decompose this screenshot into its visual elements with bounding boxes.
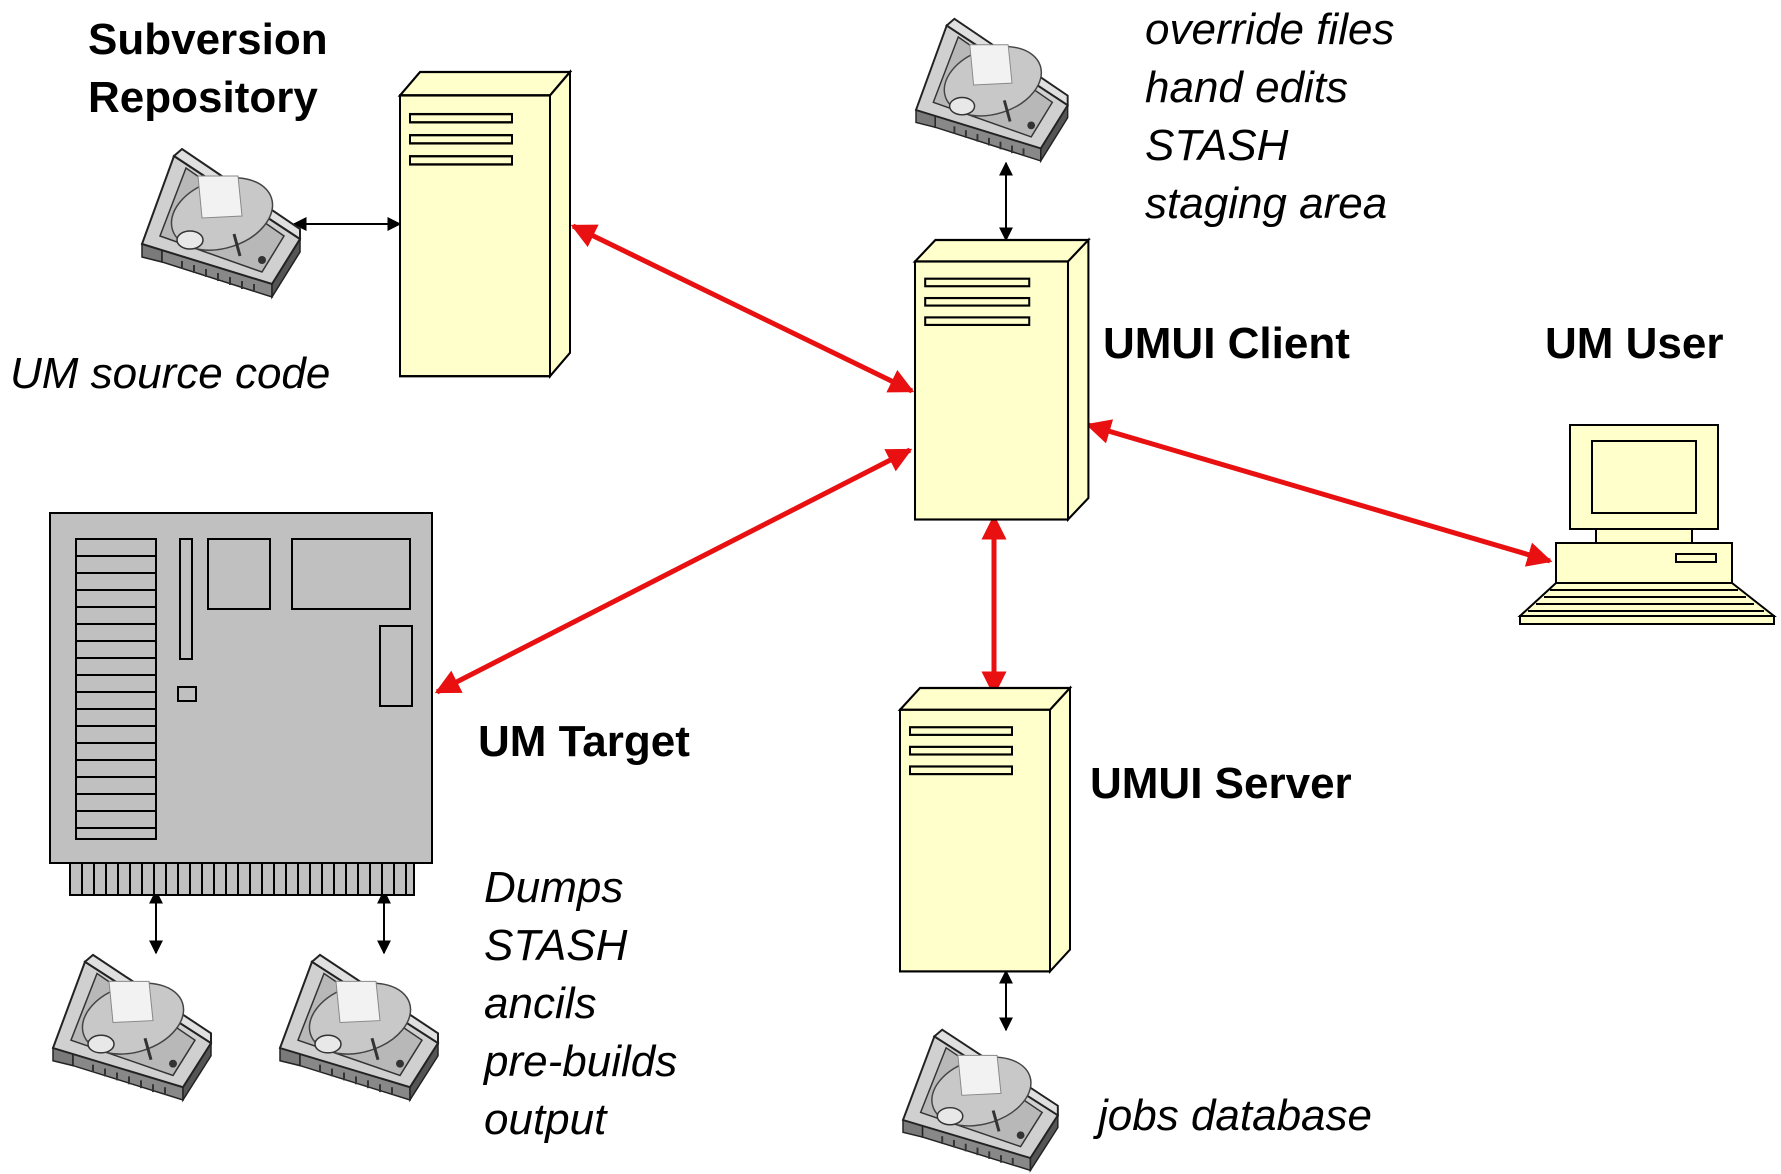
target-disk-2-icon	[278, 953, 440, 1102]
um-target-label: UM Target	[478, 717, 690, 766]
target-disk-contents-label: Dumps STASH ancils pre-builds output	[484, 866, 677, 1156]
umui-server-label: UMUI Server	[1090, 759, 1352, 808]
target-disk-content-line: Dumps	[484, 863, 624, 912]
client-disk-icon	[914, 17, 1070, 163]
um-source-code-label: UM source code	[10, 349, 331, 398]
target-disk-1-icon	[51, 953, 213, 1102]
client-disk-content-line: hand edits	[1145, 63, 1349, 112]
client-disk-content-line: staging area	[1145, 179, 1388, 228]
link-client-user	[1085, 419, 1553, 567]
disk-connections	[149, 161, 1013, 1032]
link-client-target	[434, 447, 913, 695]
umui-client-label: UMUI Client	[1103, 319, 1350, 368]
client-disk-contents-label: override files hand edits STASH staging …	[1145, 8, 1394, 240]
subversion-repository-line: Repository	[88, 73, 318, 122]
client-disk-content-line: override files	[1145, 5, 1395, 54]
subversion-repository-label: Subversion Repository	[88, 18, 328, 134]
repository-server-icon	[398, 70, 572, 378]
desktop-computer-icon	[1517, 424, 1777, 625]
link-repository-client	[570, 223, 915, 394]
supercomputer-icon	[49, 512, 433, 896]
jobs-disk-icon	[901, 1028, 1060, 1172]
target-disk-content-line: STASH	[484, 921, 628, 970]
target-disk-content-line: ancils	[484, 979, 597, 1028]
um-user-label: UM User	[1545, 319, 1724, 368]
repository-disk-icon	[140, 147, 302, 299]
subversion-repository-line: Subversion	[88, 15, 328, 64]
target-disk-content-line: output	[484, 1095, 607, 1144]
umui-server-icon	[898, 686, 1072, 973]
client-server-icon	[913, 238, 1090, 521]
network-connections	[434, 223, 1553, 697]
jobs-database-label: jobs database	[1098, 1091, 1372, 1140]
target-disk-content-line: pre-builds	[484, 1037, 678, 1086]
client-disk-content-line: STASH	[1145, 121, 1289, 170]
